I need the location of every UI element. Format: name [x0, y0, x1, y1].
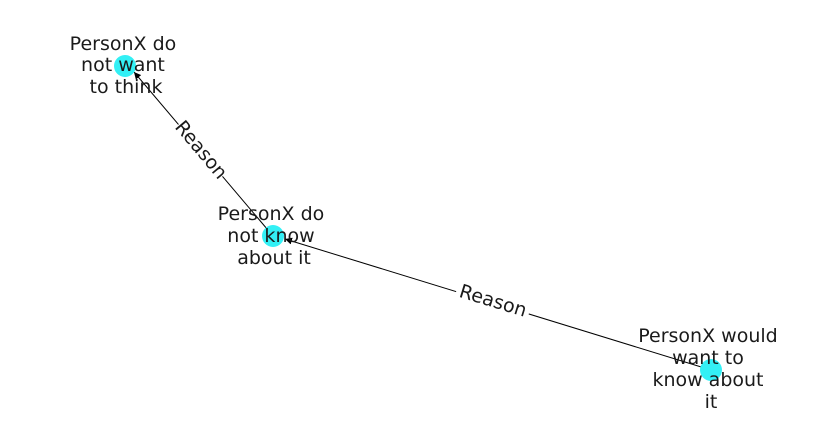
node-label-n3: PersonX would want to know about it [638, 325, 784, 413]
node-label-n2: PersonX do not know about it [218, 203, 331, 269]
edge-label-2: Reason [453, 277, 534, 323]
node-circle-n2 [262, 225, 284, 247]
node-circle-n3 [700, 359, 722, 381]
edge-label-1: Reason [170, 115, 233, 184]
svg-text:Reason: Reason [457, 280, 530, 321]
svg-text:Reason: Reason [170, 116, 231, 183]
node-circle-n1 [114, 55, 136, 77]
node-label-n1: PersonX do not want to think [70, 33, 183, 98]
